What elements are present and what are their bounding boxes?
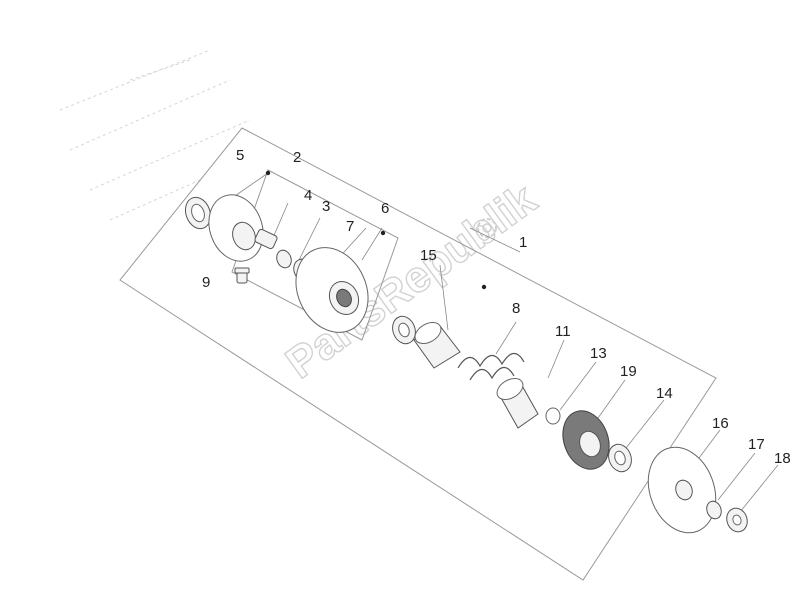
part-bushing	[254, 228, 278, 250]
callout-labels: 1 2 3 4 5 6 7 8 9 11 13 14 15 16 17 18 1…	[202, 147, 791, 467]
callout-3: 3	[322, 198, 330, 215]
background-ghost-lines	[59, 49, 251, 221]
part-sleeve	[413, 322, 461, 369]
part-spring	[457, 352, 525, 381]
part-thrust-washer	[608, 443, 632, 473]
part-spring-cup	[496, 378, 539, 429]
part-small-washer	[706, 500, 722, 520]
group-dot	[481, 284, 487, 290]
callout-11: 11	[555, 323, 571, 340]
part-seal-ring	[392, 315, 416, 345]
part-clutch	[562, 410, 610, 470]
gear-icon	[477, 218, 497, 238]
callout-5: 5	[236, 147, 244, 164]
callout-1: 1	[519, 234, 527, 251]
part-fixed-half-pulley	[208, 194, 264, 262]
callout-14: 14	[656, 385, 673, 402]
callout-13: 13	[590, 345, 607, 362]
part-movable-half-pulley	[295, 247, 369, 333]
group-dot	[265, 170, 271, 176]
callout-15: 15	[420, 247, 437, 264]
callout-6: 6	[381, 200, 389, 217]
callout-4: 4	[304, 187, 312, 204]
callout-2: 2	[293, 149, 301, 166]
group-dot	[380, 230, 386, 236]
part-circlip	[545, 407, 561, 425]
part-washer	[276, 249, 292, 269]
callout-17: 17	[748, 436, 765, 453]
callout-9: 9	[202, 274, 210, 291]
assembly-frame	[119, 127, 717, 581]
callout-18: 18	[774, 450, 791, 467]
callout-16: 16	[712, 415, 729, 432]
part-bolt	[234, 267, 250, 284]
part-nut	[726, 507, 748, 533]
callout-7: 7	[346, 218, 354, 235]
part-clutch-bell	[647, 446, 717, 534]
callout-19: 19	[620, 363, 637, 380]
part-oil-seal	[184, 196, 212, 230]
callout-8: 8	[512, 300, 520, 317]
